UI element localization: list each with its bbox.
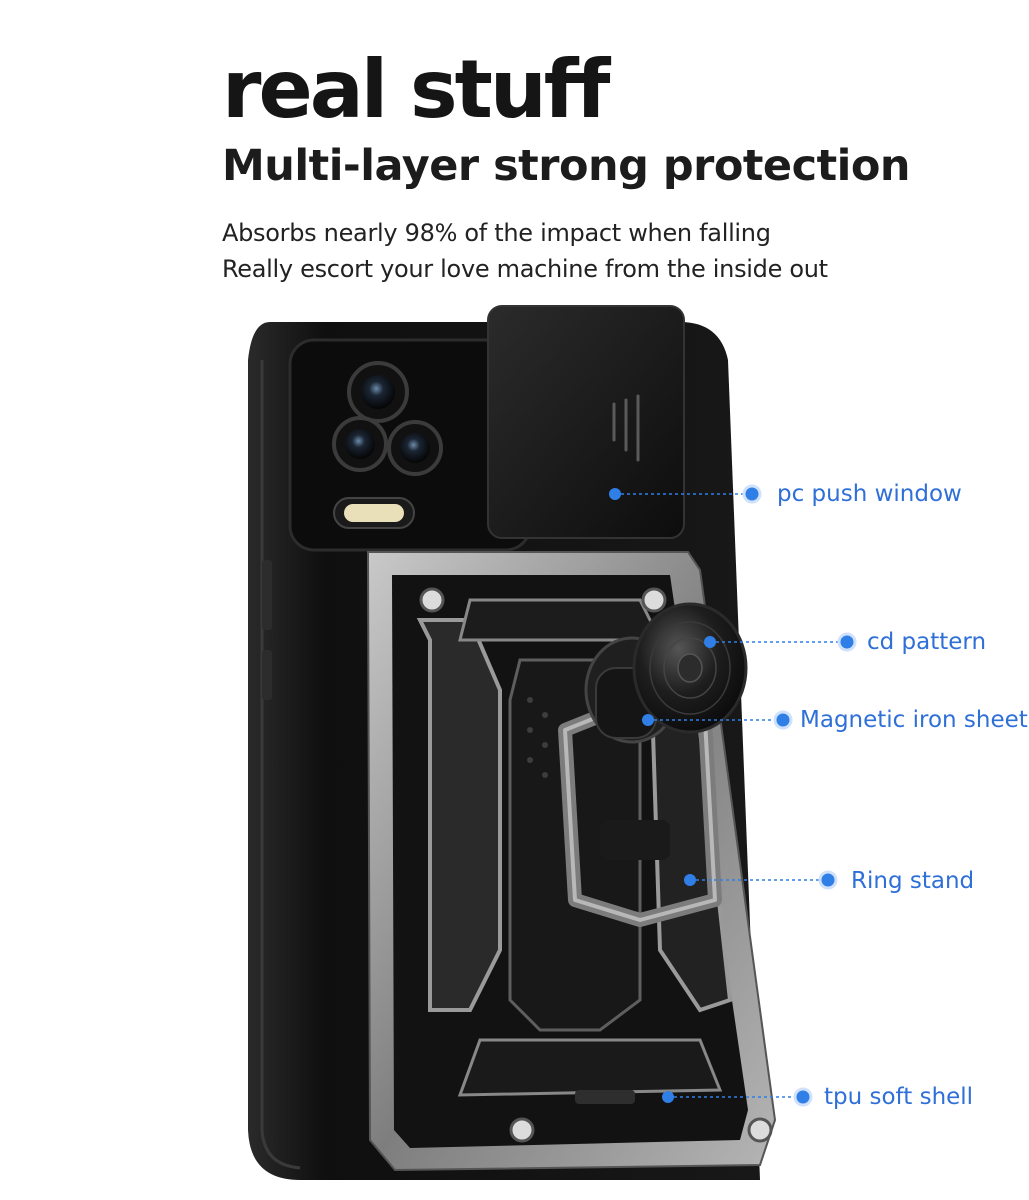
flash-icon [333, 497, 415, 529]
callout-magnetic-iron-sheet: Magnetic iron sheet [800, 707, 1028, 733]
callout-tpu-soft-shell: tpu soft shell [824, 1084, 974, 1110]
description-line-2: Really escort your love machine from the… [222, 255, 828, 283]
cd-pattern-disc [632, 602, 748, 734]
description-line-1: Absorbs nearly 98% of the impact when fa… [222, 219, 771, 247]
push-window-slider [487, 305, 685, 539]
camera-lens-icon [347, 361, 409, 423]
callout-pc-push-window: pc push window [777, 481, 962, 507]
camera-module [288, 338, 532, 552]
camera-lens-icon [332, 416, 388, 472]
callout-pointers [609, 484, 857, 1107]
callout-cd-pattern: cd pattern [867, 629, 987, 655]
subheadline: Multi-layer strong protection [222, 141, 911, 191]
camera-lens-icon [387, 420, 443, 476]
callout-ring-stand: Ring stand [851, 868, 975, 894]
headline: real stuff [222, 43, 610, 136]
